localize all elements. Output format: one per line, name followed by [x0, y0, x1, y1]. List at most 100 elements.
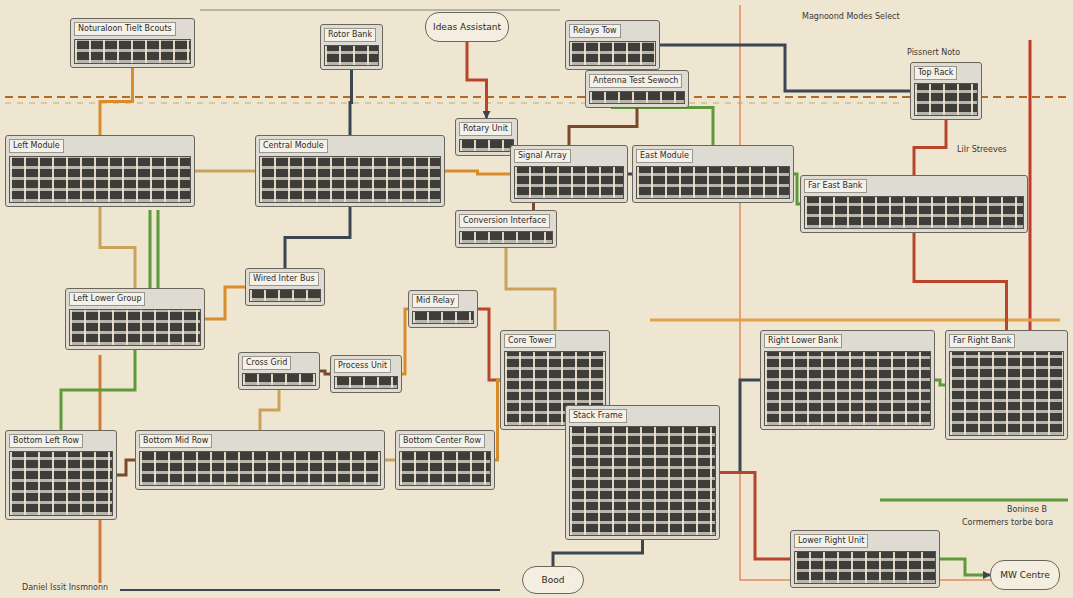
equipment-box: Mid Relay	[408, 290, 478, 328]
connector	[205, 287, 245, 319]
rack-panel	[249, 289, 321, 302]
equipment-box: Rotor Bank	[320, 24, 383, 70]
rack-panel	[459, 231, 553, 244]
box-label: MW Centre	[997, 569, 1053, 582]
box-label: Bood	[539, 574, 568, 587]
connector	[350, 70, 352, 135]
connector	[117, 460, 135, 475]
connector	[195, 170, 255, 173]
rack-panel	[412, 311, 474, 324]
box-label: Core Tower	[504, 334, 556, 348]
equipment-box: Wired Inter Bus	[245, 268, 325, 306]
box-label: Antenna Test Sewoch	[589, 74, 682, 88]
rack-panel	[914, 83, 978, 116]
connector	[940, 559, 990, 575]
rack-panel	[324, 45, 379, 66]
rack-panel	[399, 451, 491, 486]
rack-panel	[794, 551, 936, 584]
equipment-box: Signal Array	[510, 145, 628, 203]
box-label: Right Lower Bank	[764, 334, 842, 348]
note-label: Daniel Issit Insmnonn	[20, 583, 110, 592]
connector	[320, 371, 330, 374]
callout-box: MW Centre	[990, 560, 1060, 590]
green-wire	[880, 499, 1068, 502]
equipment-box: Bottom Mid Row	[135, 430, 385, 490]
equipment-box: Lower Right Unit	[790, 530, 940, 588]
connector	[100, 207, 135, 288]
green-wire	[150, 210, 158, 290]
equipment-box: Far East Bank	[800, 175, 1028, 233]
box-label: Process Unit	[334, 359, 391, 373]
dashed-bus	[5, 96, 1068, 98]
rack-panel	[804, 196, 1024, 229]
box-label: Far East Bank	[804, 179, 867, 193]
equipment-box: Central Module	[255, 135, 445, 207]
box-label: Cross Grid	[242, 356, 291, 370]
dashed-bus	[5, 102, 900, 104]
equipment-box: Cross Grid	[238, 352, 320, 390]
box-label: Lower Right Unit	[794, 534, 868, 548]
box-label: Rotary Unit	[459, 122, 512, 136]
connector	[935, 380, 945, 385]
callout-box: Bood	[522, 566, 584, 594]
box-label: Rotor Bank	[324, 28, 376, 42]
box-label: Ideas Assistant	[430, 21, 504, 34]
box-label: Left Lower Group	[69, 292, 145, 306]
connector	[660, 45, 910, 91]
rack-panel	[259, 156, 441, 203]
equipment-box: Stack Frame	[565, 405, 720, 540]
box-label: Wired Inter Bus	[249, 272, 319, 286]
connector	[506, 248, 555, 330]
box-label: Relays Tow	[569, 24, 621, 38]
orange-wire	[650, 319, 1060, 322]
rack-panel	[589, 91, 685, 104]
box-label: East Module	[636, 149, 693, 163]
rack-panel	[139, 451, 381, 486]
connector	[569, 108, 637, 145]
equipment-box: Conversion Interface	[455, 210, 557, 248]
connector	[720, 473, 790, 560]
connector	[553, 540, 643, 566]
equipment-box: Rotary Unit	[455, 118, 518, 156]
connector	[914, 233, 1007, 330]
connector	[285, 207, 350, 268]
rack-panel	[569, 426, 716, 536]
box-label: Signal Array	[514, 149, 571, 163]
note-label: Cormemers torbe bora	[960, 518, 1055, 527]
red-wire	[1029, 40, 1032, 330]
equipment-box: Far Right Bank	[945, 330, 1068, 440]
equipment-box: Noturaloon Tielt Bcouts	[70, 18, 195, 68]
box-label: Bottom Left Row	[9, 434, 83, 448]
note-label: Lilr Streeves	[955, 145, 1009, 154]
box-label: Far Right Bank	[949, 334, 1015, 348]
rack-panel	[334, 376, 398, 389]
equipment-box: Antenna Test Sewoch	[585, 70, 689, 108]
grey-wire	[200, 9, 560, 11]
equipment-box: Relays Tow	[565, 20, 660, 70]
equipment-box: Bottom Left Row	[5, 430, 117, 520]
box-label: Conversion Interface	[459, 214, 550, 228]
box-label: Bottom Center Row	[399, 434, 485, 448]
callout-box: Ideas Assistant	[425, 12, 509, 42]
connector	[260, 390, 279, 430]
connector	[478, 309, 500, 380]
note-label: Pissnert Noto	[905, 48, 962, 57]
box-label: Noturaloon Tielt Bcouts	[74, 22, 176, 36]
rack-panel	[764, 351, 931, 426]
rack-panel	[9, 156, 191, 203]
rack-panel	[949, 351, 1064, 436]
connector	[385, 459, 395, 462]
rack-panel	[569, 41, 656, 66]
equipment-box: East Module	[632, 145, 794, 203]
connector	[914, 120, 946, 175]
rack-panel	[636, 166, 790, 199]
note-label: Boninse B	[1005, 505, 1049, 514]
dark-wire	[120, 589, 500, 591]
rack-panel	[242, 373, 316, 386]
rack-panel	[9, 451, 113, 516]
connector	[720, 380, 760, 473]
rack-panel	[69, 309, 201, 346]
equipment-box: Left Module	[5, 135, 195, 207]
connector	[61, 350, 135, 430]
connector	[467, 42, 487, 118]
